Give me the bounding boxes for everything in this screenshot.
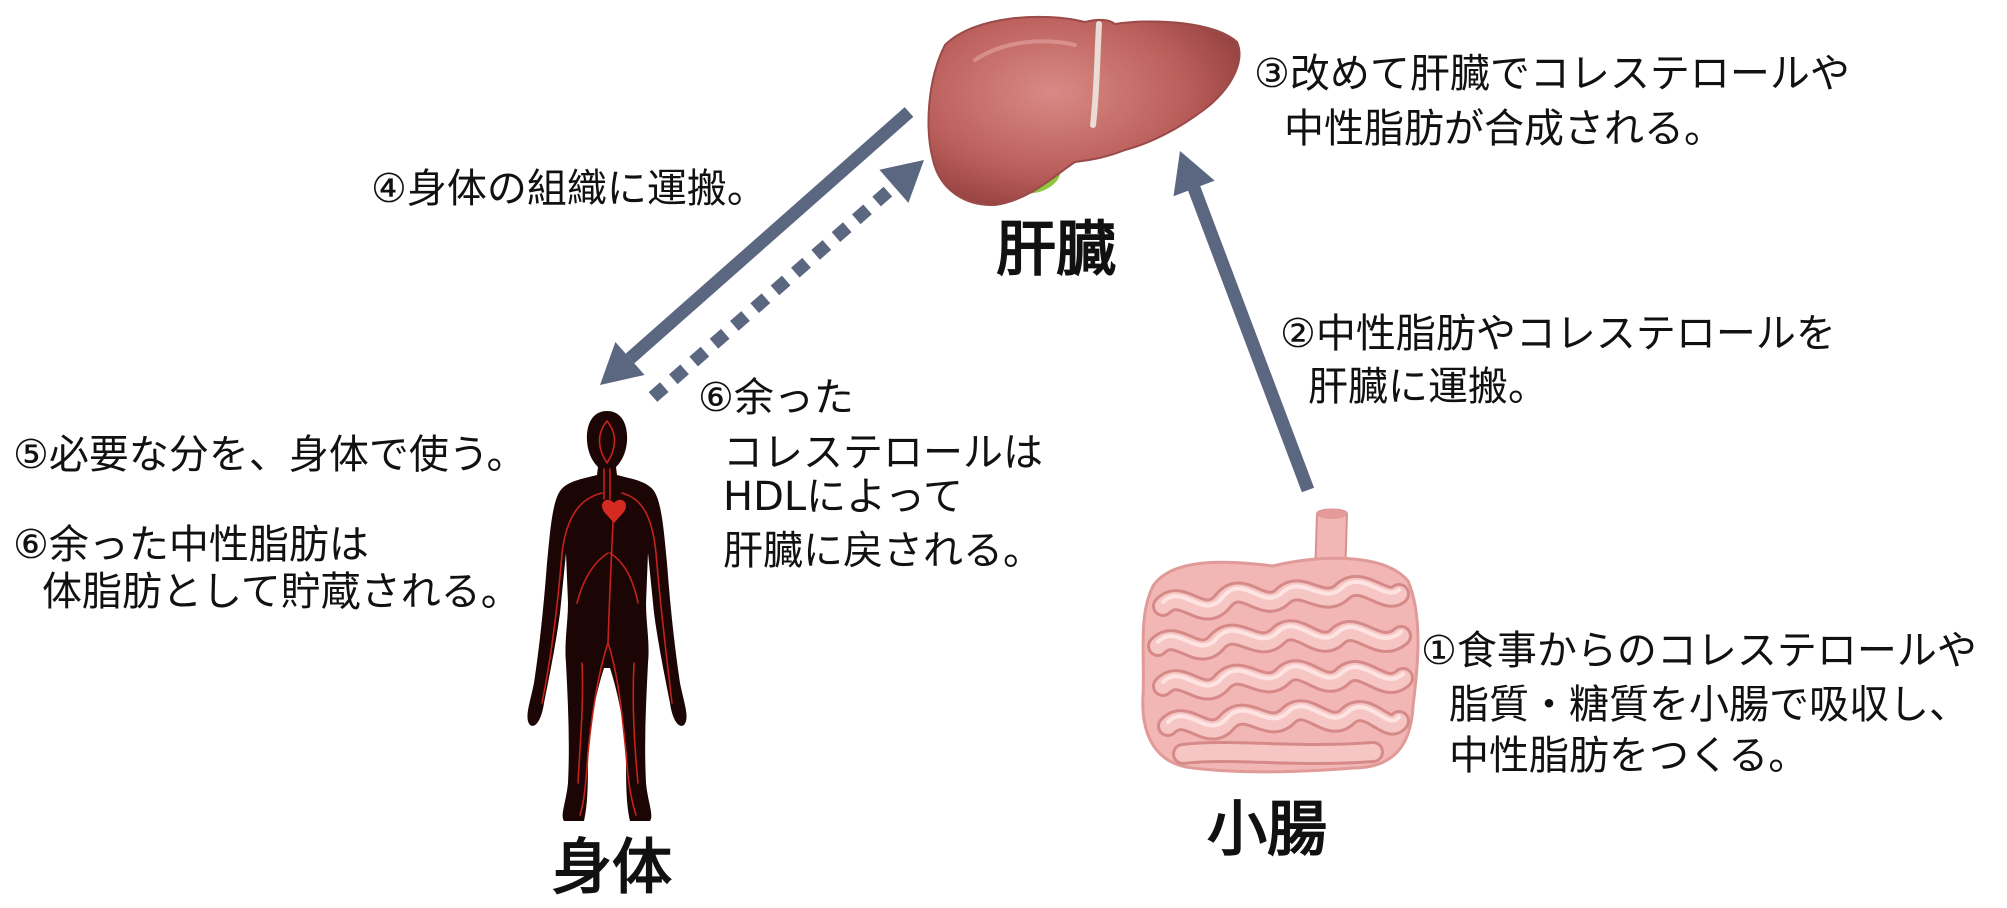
step6-hdl-line1: ⑥余った	[698, 378, 854, 418]
body-label: 身体	[512, 838, 712, 898]
step6-body-line1: ⑥余った中性脂肪は	[13, 525, 369, 565]
step6-body-line2: 体脂肪として貯蔵される。	[42, 572, 521, 612]
step4-line1: ④身体の組織に運搬。	[371, 169, 767, 209]
liver-illustration	[915, 0, 1248, 211]
duodenum-opening	[1317, 509, 1347, 519]
step3-line1: ③改めて肝臓でコレステロールや	[1254, 54, 1850, 94]
step1-line2: 脂質・糖質を小腸で吸収し、	[1449, 685, 1969, 725]
liver-label: 肝臓	[956, 220, 1156, 280]
step1-line3: 中性脂肪をつくる。	[1449, 736, 1808, 776]
arrow-liver-to-body	[600, 112, 909, 385]
arrow-liver-to-body-shaft	[630, 112, 909, 359]
step1-line1: ①食事からのコレステロールや	[1421, 631, 1977, 671]
arrow-body-to-liver-shaft	[653, 186, 894, 397]
step2-line2: 肝臓に運搬。	[1308, 367, 1548, 407]
step6-hdl-line4: 肝臓に戻される。	[723, 531, 1043, 571]
step2-line1: ②中性脂肪やコレステロールを	[1280, 314, 1836, 354]
step3-line2: 中性脂肪が合成される。	[1284, 109, 1724, 149]
small-intestine-label: 小腸	[1167, 800, 1367, 860]
step6-hdl-line3: HDLによって	[723, 477, 963, 517]
human-body-illustration	[522, 403, 692, 828]
liver-lobes	[929, 17, 1240, 205]
small-intestine-illustration	[1133, 506, 1421, 774]
step6-hdl-line2: コレステロールは	[723, 433, 1043, 473]
step5-line1: ⑤必要な分を、身体で使う。	[13, 435, 526, 475]
